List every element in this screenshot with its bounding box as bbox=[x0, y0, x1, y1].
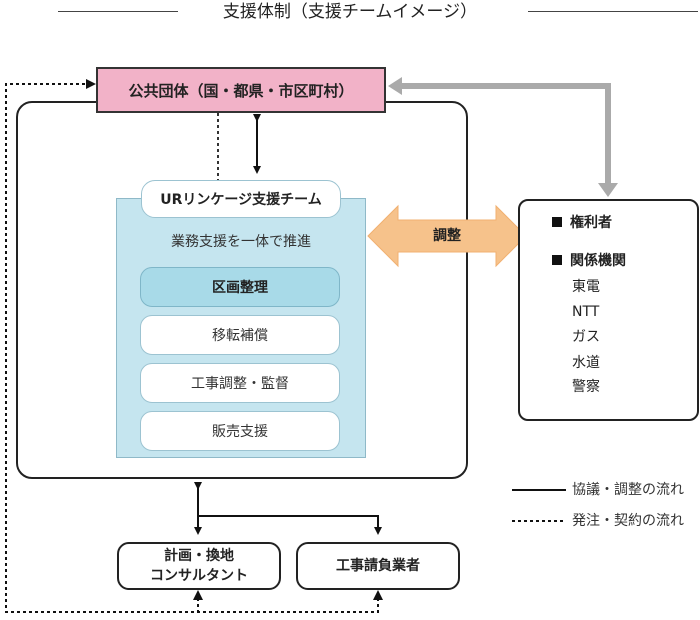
service-item-label: 工事調整・監督 bbox=[191, 376, 289, 392]
contractor-label: 工事請負業者 bbox=[336, 558, 420, 574]
org-item: 警察 bbox=[572, 379, 600, 395]
related-orgs-heading: 関係機関 bbox=[552, 251, 626, 271]
gray-arrowhead-left bbox=[388, 77, 402, 95]
service-item-sales: 販売支援 bbox=[140, 411, 340, 451]
service-item-label: 区画整理 bbox=[212, 280, 268, 296]
contractor-box: 工事請負業者 bbox=[296, 542, 460, 590]
org-item: 水道 bbox=[572, 355, 600, 371]
related-orgs-label: 関係機関 bbox=[570, 253, 626, 269]
legend-dotted-label: 発注・契約の流れ bbox=[572, 513, 684, 529]
solid-branch-contractor bbox=[198, 515, 382, 535]
square-bullet-icon bbox=[552, 217, 562, 227]
dotted-contract-bottom bbox=[198, 598, 379, 613]
square-bullet-icon bbox=[552, 255, 562, 265]
consultant-line1: 計画・換地 bbox=[164, 548, 234, 564]
ur-team-header: URリンケージ支援チーム bbox=[141, 180, 341, 218]
public-body-box: 公共団体（国・都県・市区町村） bbox=[96, 67, 386, 113]
rights-holders-heading: 権利者 bbox=[552, 213, 612, 233]
org-item: NTT bbox=[572, 304, 600, 320]
consultant-line2: コンサルタント bbox=[150, 568, 248, 584]
org-item: 東電 bbox=[572, 279, 600, 295]
title-rule-left bbox=[58, 11, 178, 12]
page-title: 支援体制（支援チームイメージ） bbox=[222, 2, 478, 22]
org-item: ガス bbox=[572, 329, 600, 345]
dotted-arrowhead-contractor bbox=[373, 590, 383, 600]
stakeholders-box: 権利者 関係機関 東電 NTT ガス 水道 警察 bbox=[518, 199, 699, 421]
dotted-arrowhead-public bbox=[86, 79, 96, 89]
service-item-relocation: 移転補償 bbox=[140, 315, 340, 355]
public-body-label: 公共団体（国・都県・市区町村） bbox=[128, 81, 354, 100]
title-rule-right bbox=[528, 11, 698, 12]
service-item-label: 移転補償 bbox=[212, 328, 268, 344]
service-item-construction: 工事調整・監督 bbox=[140, 363, 340, 403]
rights-holders-label: 権利者 bbox=[570, 215, 612, 231]
gray-arrow-public-rights bbox=[398, 83, 611, 186]
ur-team-label: URリンケージ支援チーム bbox=[160, 192, 322, 208]
dotted-contract-left bbox=[5, 83, 199, 613]
service-item-land-readjustment: 区画整理 bbox=[140, 267, 340, 307]
dotted-arrowhead-consultant bbox=[193, 590, 203, 600]
coordination-label: 調整 bbox=[433, 228, 461, 244]
legend-solid-label: 協議・調整の流れ bbox=[572, 482, 684, 498]
consultant-box: 計画・換地 コンサルタント bbox=[117, 542, 281, 590]
service-item-label: 販売支援 bbox=[212, 424, 268, 440]
ur-team-subtitle: 業務支援を一体で推進 bbox=[171, 234, 311, 250]
gray-arrowhead-down bbox=[598, 183, 618, 197]
